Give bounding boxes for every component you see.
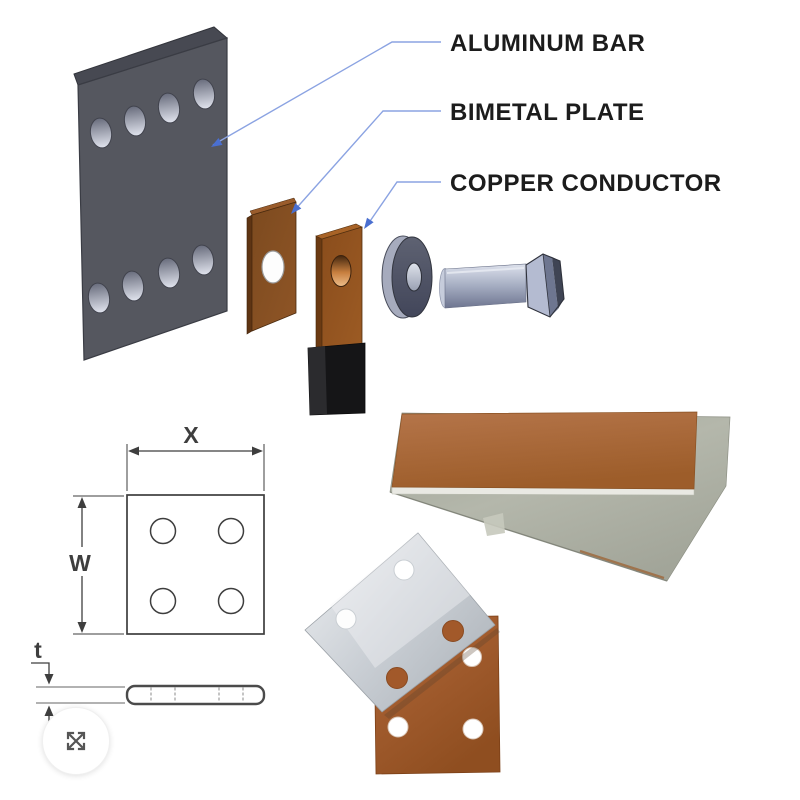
washer-hole (406, 262, 422, 292)
conductor-insulation (307, 342, 366, 416)
aluminum-bar-front-face (77, 37, 228, 361)
bolt-hole (192, 78, 216, 110)
bolt-hole (87, 282, 111, 314)
plate-holes (149, 517, 245, 615)
leader-arrowhead (211, 138, 223, 147)
callout-aluminum-bar: ALUMINUM BAR (211, 30, 645, 147)
photo-background-strip (483, 513, 505, 536)
copper-conductor-front-face (321, 226, 363, 352)
label-copper-conductor: COPPER CONDUCTOR (450, 170, 722, 197)
leader-line (365, 181, 441, 228)
expand-arrows-icon (66, 731, 86, 751)
plate-outline (126, 494, 265, 635)
dimension-t: t (31, 637, 54, 727)
hole-silhouette-ticks (150, 687, 244, 703)
arrowhead-up (44, 705, 54, 716)
bolt-head-facet-left (526, 254, 550, 317)
leader-line (292, 110, 441, 213)
arrowhead-left (128, 446, 139, 456)
bolt-hole (157, 257, 181, 289)
bimetal-plate-side-face (246, 214, 253, 335)
bolt-hole (121, 270, 145, 302)
dimension-x-label: X (183, 422, 199, 448)
label-bimetal-plate: BIMETAL PLATE (450, 99, 645, 126)
hole (335, 608, 357, 630)
copper-layer (391, 411, 698, 490)
bolt-hole (89, 117, 113, 149)
hole (442, 620, 464, 642)
aluminum-bar-3d (73, 26, 229, 361)
callout-bimetal-plate: BIMETAL PLATE (291, 99, 645, 214)
hole (149, 517, 177, 545)
bolt-head-facet-mid (543, 254, 558, 317)
aluminum-plate (304, 532, 500, 719)
sheet-copper-edge (579, 549, 665, 580)
dimension-w: W (62, 495, 124, 635)
bolt-hole (123, 105, 147, 137)
arrowhead-down (77, 622, 87, 633)
insulation-left-facet (308, 346, 327, 415)
dimension-drawing: X W (31, 422, 266, 727)
bolt-hole (157, 92, 181, 124)
hole (387, 716, 409, 738)
bolt-head-edge (542, 253, 551, 318)
bolt-shaft (444, 263, 527, 309)
sheet-edge-shadow (389, 491, 668, 582)
aluminum-plate-sheen (330, 533, 470, 668)
leader-arrowhead (291, 203, 302, 214)
photo-bimetal-sheet (389, 411, 731, 582)
hole (462, 718, 484, 740)
aluminum-plate-face (304, 532, 496, 713)
label-backing (62, 547, 98, 576)
leader-line (212, 41, 441, 146)
hex-bolt-3d (439, 253, 565, 318)
washer-3d (381, 235, 433, 319)
bimetal-plate-hole (261, 250, 285, 284)
side-view: t (31, 637, 266, 727)
callout-copper-conductor: COPPER CONDUCTOR (364, 170, 722, 229)
photo-bimetal-plates (304, 513, 505, 775)
dimension-t-label: t (34, 637, 42, 663)
dimension-x: X (126, 422, 265, 491)
hole (393, 559, 415, 581)
bolt-head-facet-right (552, 257, 564, 309)
copper-conductor-hole (330, 255, 352, 287)
hole (217, 517, 245, 545)
label-aluminum-bar: ALUMINUM BAR (450, 30, 645, 57)
aluminum-bar-holes (87, 78, 216, 314)
arrowhead-up (77, 497, 87, 508)
copper-conductor-side-face (315, 235, 323, 356)
leader-arrowhead (364, 217, 374, 229)
bolt-shaft-highlight (446, 267, 525, 274)
expand-button[interactable] (42, 707, 110, 775)
arrowhead-down (44, 674, 54, 685)
hole (386, 667, 408, 689)
hole (217, 587, 245, 615)
bimetal-plate-3d (246, 197, 297, 335)
aluminum-plate-shadow (384, 628, 500, 719)
hole (462, 647, 482, 667)
leader-line (31, 662, 50, 674)
bolt-hole (191, 244, 215, 276)
copper-conductor-3d (307, 223, 366, 416)
arrowhead-right (252, 446, 263, 456)
exploded-assembly-view: ALUMINUM BAR BIMETAL PLATE COPPER CONDUC… (73, 26, 722, 416)
dimension-w-label: W (69, 550, 91, 576)
plate-side-outline (125, 684, 266, 706)
hole (149, 587, 177, 615)
